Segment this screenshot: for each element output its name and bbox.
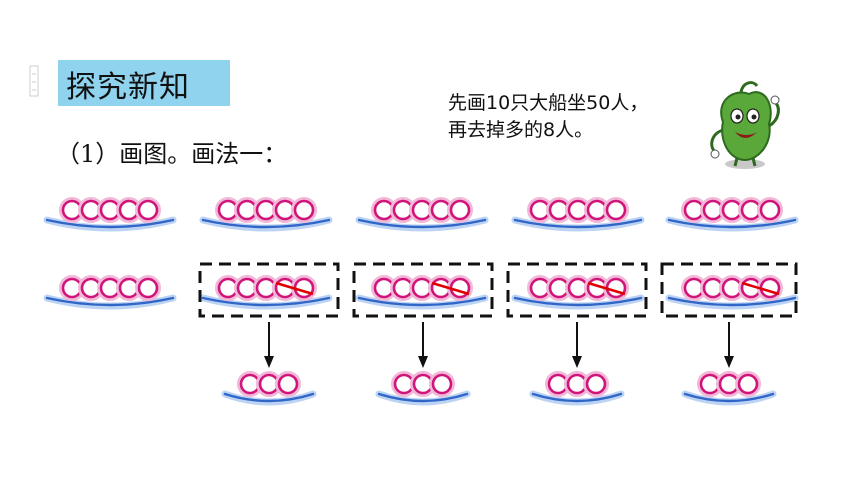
person-ring (739, 375, 757, 393)
boat-row1-5 (669, 199, 795, 229)
down-arrow-head (418, 356, 428, 368)
result-boat-2 (379, 373, 467, 403)
person-ring (587, 375, 605, 393)
result-boat-3 (533, 373, 621, 403)
person-ring (139, 201, 157, 219)
down-arrow-head (264, 356, 274, 368)
person-ring (295, 201, 313, 219)
boat-row2-3 (359, 277, 485, 307)
person-ring (761, 201, 779, 219)
person-ring (607, 201, 625, 219)
green-vegetable-character-icon (711, 83, 779, 169)
result-boat-1 (225, 373, 313, 403)
boat-row1-1 (47, 199, 173, 229)
down-arrow-head (572, 356, 582, 368)
down-arrow-head (724, 356, 734, 368)
boat-row2-4 (515, 277, 641, 307)
boat-row2-5 (669, 277, 795, 307)
person-ring (279, 375, 297, 393)
result-boat-4 (685, 373, 773, 403)
boat-row2-2 (203, 277, 329, 307)
boat-row1-3 (359, 199, 485, 229)
person-ring (433, 375, 451, 393)
boat-row1-2 (203, 199, 329, 229)
boat-row2-1 (47, 277, 173, 307)
person-ring (451, 201, 469, 219)
boat-row1-4 (515, 199, 641, 229)
person-ring (139, 279, 157, 297)
